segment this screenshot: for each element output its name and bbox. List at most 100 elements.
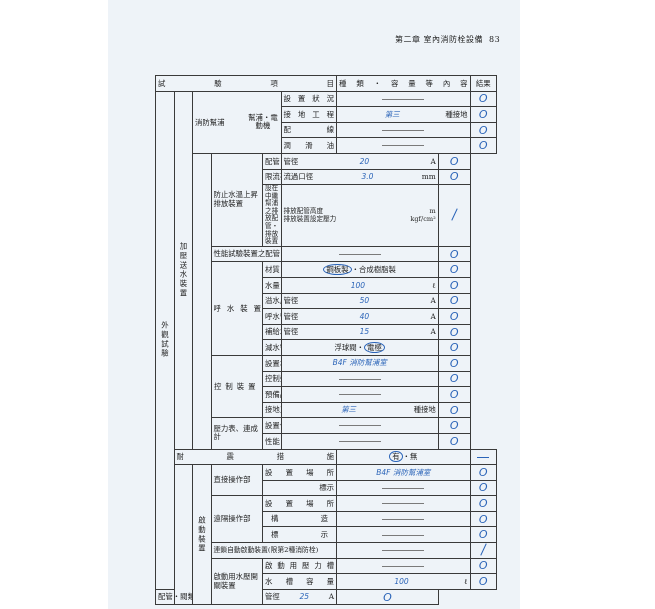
- ok-mark: O: [449, 419, 459, 433]
- unit-label: A: [430, 311, 436, 321]
- table-row: 呼水裝置 材質 鋼板製・合成樹脂製 O: [156, 261, 497, 356]
- item-cell: 設置場所: [262, 464, 338, 481]
- blank-line: [382, 565, 425, 567]
- item-cell: 水槽容量: [262, 573, 338, 590]
- content-cell: 第三種接地: [280, 401, 439, 419]
- result-cell: [469, 542, 498, 559]
- result-cell: [469, 448, 498, 466]
- content-cell: [336, 137, 471, 154]
- item-cell: 補給水管: [262, 323, 282, 341]
- prefix-label: 管徑: [283, 296, 299, 306]
- table-row: 標示 O: [156, 526, 498, 544]
- content-cell: [336, 121, 471, 139]
- ok-mark: O: [478, 497, 488, 511]
- content-cell: 鋼板製・合成樹脂製: [280, 261, 439, 278]
- item-cell: 設置狀況: [280, 90, 338, 108]
- prefix-label: 流過口徑: [283, 172, 314, 182]
- col-header-kind: 種類・容量等內容: [336, 75, 471, 92]
- result-cell: [437, 184, 471, 247]
- unit-label: ℓ: [463, 576, 468, 586]
- unit-label: A: [328, 592, 335, 602]
- item-cell: 水量: [262, 276, 282, 294]
- item-cell: 連鎖自動啟動裝置(限第2種消防栓): [210, 542, 338, 559]
- blank-line: [382, 487, 425, 489]
- prefix-label: 排放裝置設定壓力: [283, 215, 337, 224]
- blank-line: [338, 253, 381, 255]
- item-cell: 配管・閥類: [262, 152, 282, 170]
- result-cell: O: [469, 573, 498, 590]
- item-cell: 設置場所: [262, 495, 338, 512]
- item-cell: 控制盤: [262, 370, 282, 388]
- header-row: 試驗項目 種類・容量等內容 結果: [154, 75, 498, 92]
- table-row: 耐震措施 有・無: [156, 448, 498, 466]
- ok-mark: O: [449, 341, 459, 355]
- item-cell: 性能: [262, 432, 282, 450]
- blank-line: [382, 129, 425, 131]
- ok-mark: O: [449, 434, 459, 448]
- prefix-label: 管徑: [283, 327, 299, 337]
- result-cell: O: [437, 292, 471, 310]
- blank-line: [338, 378, 381, 380]
- item-cell: 溢水用排水管: [262, 292, 282, 310]
- table-row: 預備品 O: [156, 386, 497, 403]
- item-cell: 預備品: [262, 386, 282, 403]
- blank-line: [382, 534, 425, 536]
- result-cell: O: [437, 245, 471, 263]
- unit-label: m: [429, 206, 436, 215]
- ok-mark: O: [478, 559, 488, 573]
- prefix-label: 管徑: [283, 156, 299, 166]
- handwritten-value: 第三: [341, 405, 357, 415]
- group-motor: 幫浦・電動機: [245, 90, 282, 154]
- option-text: ・合成樹脂製: [351, 264, 396, 274]
- handwritten-value: B4F 消防幫浦室: [336, 464, 471, 481]
- content-cell: 浮球閥・電極: [280, 339, 439, 356]
- table-row: 壓力表、連成計 設置位置 O: [156, 417, 497, 450]
- prefix-label: 管徑: [283, 311, 299, 321]
- handwritten-value: 40: [359, 311, 370, 321]
- content-cell: 第三種接地: [336, 106, 471, 123]
- circled-option: 電極: [364, 341, 385, 353]
- content-cell: 管徑 40 A: [280, 308, 439, 325]
- table-row: 潤滑油 O: [156, 137, 498, 154]
- chapter-title: 第二章 室內消防栓設備: [395, 35, 484, 44]
- unit-label: A: [430, 156, 436, 166]
- group-gauge: 壓力表、連成計: [210, 417, 264, 450]
- ok-mark: O: [478, 123, 488, 137]
- ok-mark: O: [478, 528, 488, 542]
- ok-mark: O: [449, 170, 459, 184]
- item-cell: 耐震措施: [173, 448, 338, 466]
- result-cell: O: [437, 401, 471, 419]
- slash-mark: [450, 209, 458, 220]
- content-cell: [336, 542, 471, 559]
- blank-line: [382, 98, 425, 100]
- blank-line: [382, 145, 425, 147]
- content-cell: [280, 417, 439, 434]
- content-cell: [280, 245, 439, 263]
- prefix-label: 排放配管高度: [283, 206, 324, 215]
- result-cell: O: [437, 370, 471, 388]
- content-cell: [336, 526, 471, 544]
- result-cell: O: [437, 323, 471, 341]
- handwritten-value: 50: [359, 296, 370, 306]
- ok-mark: O: [478, 465, 488, 479]
- ok-mark: O: [478, 107, 488, 121]
- option-text: 浮球閥・: [334, 342, 365, 352]
- item-cell: 限流孔: [262, 168, 282, 186]
- option-text: ・無: [402, 452, 418, 462]
- result-cell: O: [437, 152, 471, 170]
- result-cell: O: [469, 137, 498, 154]
- section-pump-device: 加壓送水裝置: [173, 90, 193, 450]
- group-pressure: 啟動用水壓開關裝置: [210, 557, 264, 606]
- group-priming: 呼水裝置: [210, 261, 264, 356]
- item-cell: 啟動用壓力槽: [262, 557, 338, 575]
- handwritten-value: 100: [394, 576, 409, 586]
- dash-mark: [477, 456, 490, 458]
- item-cell: 配管・閥類: [155, 588, 193, 606]
